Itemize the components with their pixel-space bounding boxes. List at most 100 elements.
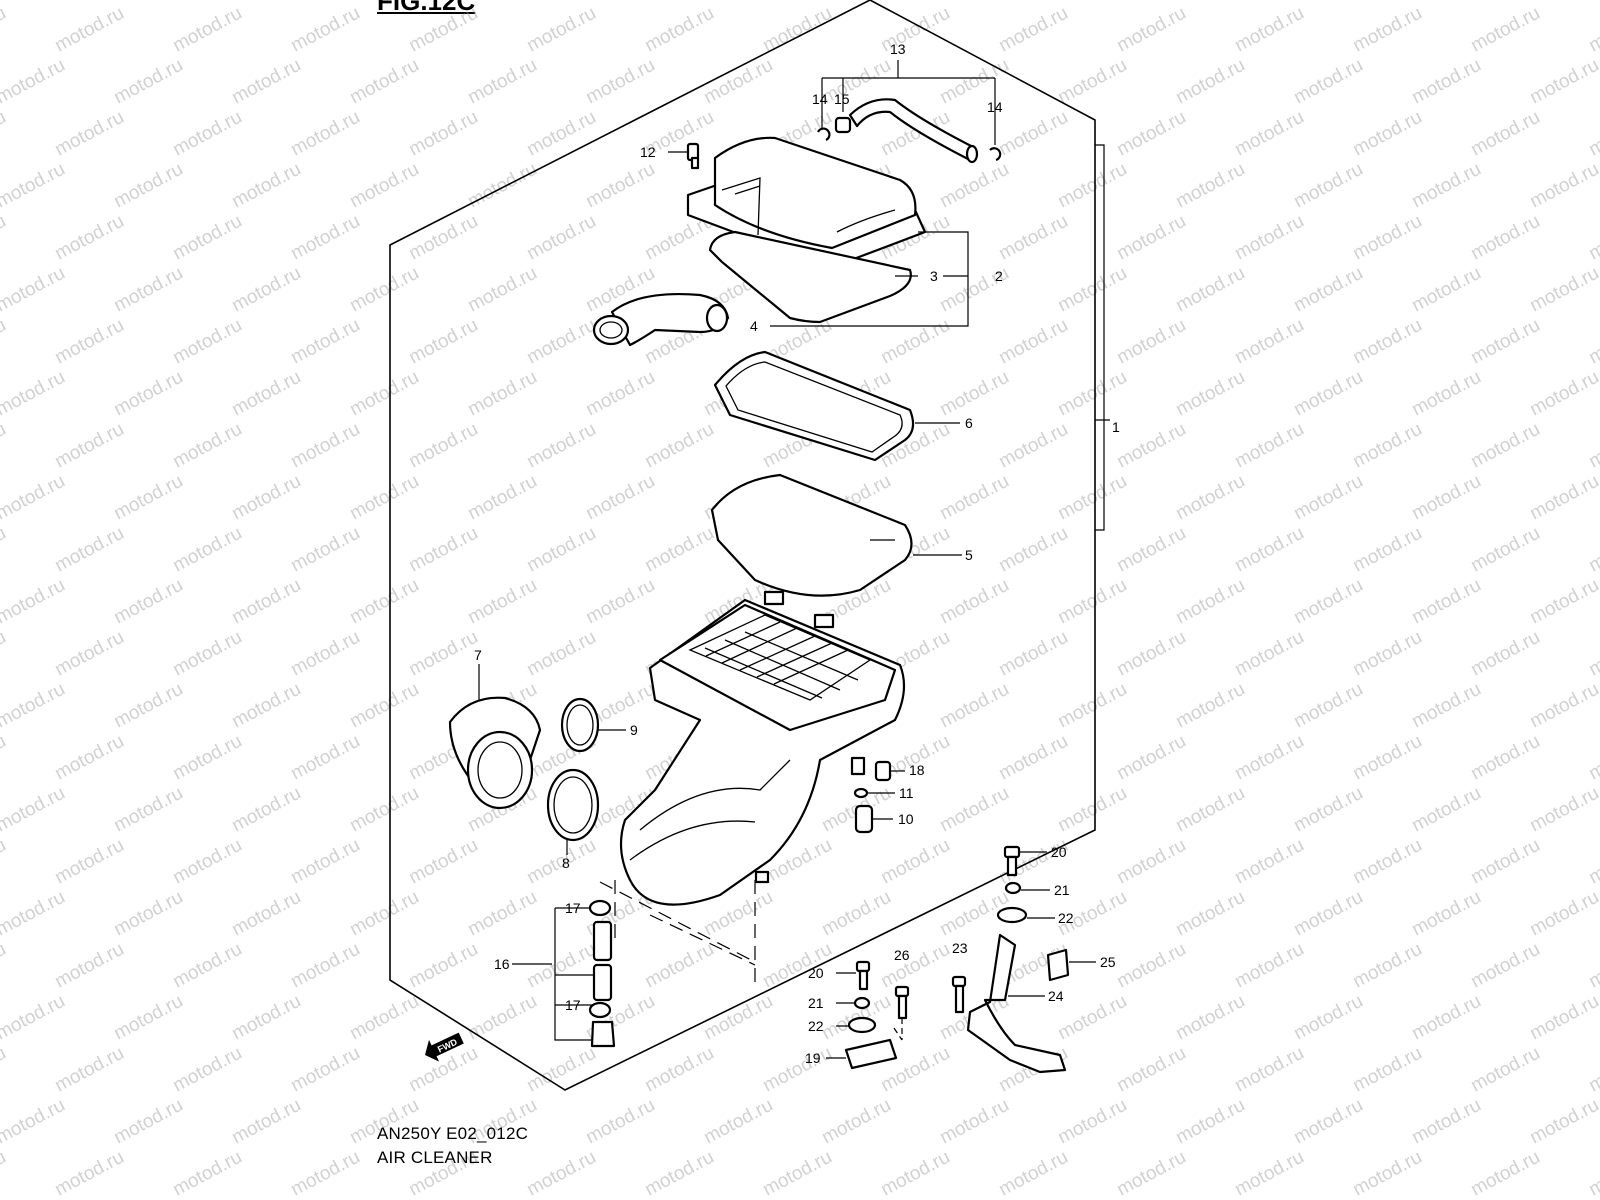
watermark-text: motod.ru — [228, 991, 304, 1045]
watermark-text: motod.ru — [287, 315, 363, 369]
watermark-text: motod.ru — [169, 1043, 245, 1097]
watermark-text: motod.ru — [228, 679, 304, 733]
watermark-text: motod.ru — [1054, 783, 1130, 837]
watermark-text: motod.ru — [1290, 367, 1366, 421]
watermark-text: motod.ru — [1526, 55, 1600, 109]
watermark-text: motod.ru — [877, 939, 953, 993]
air-cleaner-cover — [686, 136, 927, 270]
watermark-text: motod.ru — [936, 1095, 1012, 1149]
watermark-text: motod.ru — [0, 1095, 69, 1149]
watermark-text: motod.ru — [0, 55, 69, 109]
watermark-text: motod.ru — [51, 211, 127, 265]
cover-seal — [708, 230, 912, 324]
clamp-large — [546, 768, 600, 855]
watermark-text: motod.ru — [169, 1147, 245, 1200]
watermark-text: motod.ru — [287, 1043, 363, 1097]
watermark-text: motod.ru — [346, 55, 422, 109]
watermark-text: motod.ru — [1054, 575, 1130, 629]
watermark-text: motod.ru — [287, 419, 363, 473]
watermark-text: motod.ru — [1231, 835, 1307, 889]
watermark-text: motod.ru — [51, 107, 127, 161]
watermark-text: motod.ru — [346, 783, 422, 837]
watermark-text: motod.ru — [405, 107, 481, 161]
watermark-text: motod.ru — [0, 887, 69, 941]
watermark-text: motod.ru — [0, 211, 10, 265]
watermark-text: motod.ru — [1585, 419, 1600, 473]
callout-12: 12 — [640, 144, 656, 160]
watermark-text: motod.ru — [995, 627, 1071, 681]
watermark-text: motod.ru — [287, 627, 363, 681]
watermark-text: motod.ru — [1526, 367, 1600, 421]
watermark-text: motod.ru — [110, 159, 186, 213]
watermark-text: motod.ru — [1467, 523, 1543, 577]
watermark-text: motod.ru — [759, 3, 835, 57]
watermark-text: motod.ru — [1231, 3, 1307, 57]
watermark-text: motod.ru — [1526, 887, 1600, 941]
watermark-text: motod.ru — [1526, 991, 1600, 1045]
watermark-text: motod.ru — [287, 211, 363, 265]
watermark-text: motod.ru — [523, 107, 599, 161]
watermark-text: motod.ru — [936, 471, 1012, 525]
watermark-text: motod.ru — [51, 315, 127, 369]
watermark-text: motod.ru — [110, 0, 186, 4]
stay-plate-assembly — [826, 960, 898, 1070]
watermark-text: motod.ru — [1113, 3, 1189, 57]
watermark-text: motod.ru — [1585, 939, 1600, 993]
watermark-text: motod.ru — [228, 471, 304, 525]
watermark-text: motod.ru — [1408, 263, 1484, 317]
watermark-text: motod.ru — [1231, 523, 1307, 577]
watermark-text: motod.ru — [110, 1095, 186, 1149]
watermark-text: motod.ru — [1172, 679, 1248, 733]
watermark-text: motod.ru — [0, 679, 69, 733]
grommet-collar-pin — [853, 760, 905, 834]
watermark-text: motod.ru — [51, 1147, 127, 1200]
callout-25: 25 — [1100, 954, 1116, 970]
watermark-text: motod.ru — [0, 367, 69, 421]
watermark-text: motod.ru — [1408, 783, 1484, 837]
watermark-text: motod.ru — [346, 471, 422, 525]
watermark-text: motod.ru — [51, 627, 127, 681]
watermark-text: motod.ru — [405, 835, 481, 889]
watermark-text: motod.ru — [995, 211, 1071, 265]
watermark-text: motod.ru — [1585, 3, 1600, 57]
watermark-text: motod.ru — [169, 211, 245, 265]
leader-1 — [1095, 144, 1110, 531]
watermark-text: motod.ru — [1054, 159, 1130, 213]
callout-3: 3 — [930, 268, 938, 284]
watermark-text: motod.ru — [1113, 107, 1189, 161]
watermark-text: motod.ru — [1585, 835, 1600, 889]
watermark-text: motod.ru — [228, 887, 304, 941]
watermark-text: motod.ru — [936, 0, 1012, 4]
watermark-text: motod.ru — [759, 939, 835, 993]
watermark-text: motod.ru — [1113, 1043, 1189, 1097]
watermark-text: motod.ru — [169, 939, 245, 993]
watermark-text: motod.ru — [1467, 835, 1543, 889]
watermark-text: motod.ru — [1290, 1095, 1366, 1149]
watermark-text: motod.ru — [51, 835, 127, 889]
watermark-text: motod.ru — [464, 55, 540, 109]
watermark-text: motod.ru — [1349, 731, 1425, 785]
watermark-text: motod.ru — [169, 3, 245, 57]
watermark-text: motod.ru — [110, 679, 186, 733]
watermark-text: motod.ru — [1290, 471, 1366, 525]
callout-5: 5 — [965, 547, 973, 563]
watermark-text: motod.ru — [1113, 419, 1189, 473]
watermark-text: motod.ru — [110, 887, 186, 941]
watermark-text: motod.ru — [1231, 627, 1307, 681]
watermark-text: motod.ru — [995, 1147, 1071, 1200]
callout-14-left: 14 — [812, 91, 828, 107]
watermark-text: motod.ru — [464, 887, 540, 941]
watermark-text: motod.ru — [1585, 627, 1600, 681]
watermark-text: motod.ru — [1408, 367, 1484, 421]
callout-15: 15 — [834, 91, 850, 107]
watermark-text: motod.ru — [169, 835, 245, 889]
watermark-text: motod.ru — [877, 315, 953, 369]
watermark-text: motod.ru — [1054, 991, 1130, 1045]
breather-hose — [817, 60, 1002, 164]
model-code: AN250Y E02_012C — [377, 1124, 529, 1143]
watermark-text: motod.ru — [1172, 887, 1248, 941]
watermark-text: motod.ru — [1054, 0, 1130, 4]
watermark-text: motod.ru — [582, 471, 658, 525]
watermark-text: motod.ru — [523, 523, 599, 577]
watermark-text: motod.ru — [0, 263, 69, 317]
